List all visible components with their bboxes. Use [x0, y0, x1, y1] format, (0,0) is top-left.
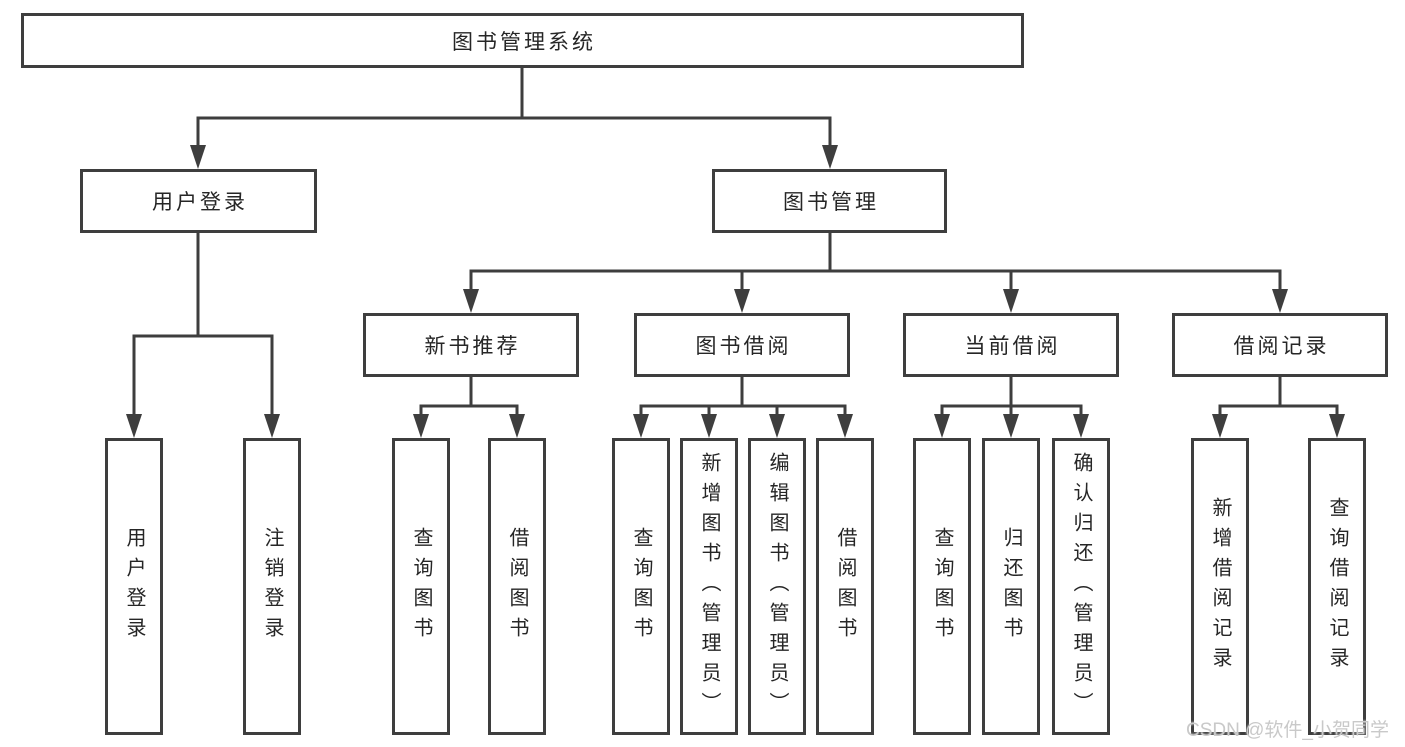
- node-confirm-return-admin-label: 确认归还（管理员）: [1070, 451, 1092, 722]
- node-library-system: 图书管理系统: [21, 13, 1024, 68]
- node-query-books-borrowing-label: 查询图书: [630, 526, 652, 647]
- arrow-down-icon: [509, 414, 525, 438]
- node-user-login: 用户登录: [80, 169, 317, 233]
- node-query-books-recommend: 查询图书: [392, 438, 450, 735]
- arrow-down-icon: [769, 414, 785, 438]
- node-library-system-label: 图书管理系统: [452, 30, 596, 54]
- connector-book-management: [463, 231, 1288, 313]
- node-edit-books-admin-label: 编辑图书（管理员）: [766, 451, 788, 722]
- connector-borrowing-records: [1212, 375, 1345, 438]
- node-user-login-action: 用户登录: [105, 438, 163, 735]
- node-book-borrowing-label: 图书借阅: [695, 335, 792, 358]
- node-query-books-current-label: 查询图书: [931, 526, 953, 647]
- node-book-borrowing: 图书借阅: [634, 313, 850, 377]
- arrow-down-icon: [126, 414, 142, 438]
- arrow-down-icon: [701, 414, 717, 438]
- arrow-down-icon: [264, 414, 280, 438]
- arrow-down-icon: [934, 414, 950, 438]
- node-user-login-action-label: 用户登录: [123, 526, 145, 647]
- node-current-borrowing-label: 当前借阅: [964, 335, 1061, 358]
- arrow-down-icon: [633, 414, 649, 438]
- node-logout: 注销登录: [243, 438, 301, 735]
- arrow-down-icon: [1272, 289, 1288, 313]
- connector-book-borrowing: [633, 375, 853, 438]
- arrow-down-icon: [190, 145, 206, 169]
- node-query-books-borrowing: 查询图书: [612, 438, 670, 735]
- arrow-down-icon: [463, 289, 479, 313]
- node-confirm-return-admin: 确认归还（管理员）: [1052, 438, 1110, 735]
- arrow-down-icon: [734, 289, 750, 313]
- node-return-books: 归还图书: [982, 438, 1040, 735]
- connector-root: [190, 66, 838, 169]
- arrow-down-icon: [1212, 414, 1228, 438]
- node-add-borrow-record-label: 新增借阅记录: [1209, 496, 1231, 677]
- node-add-books-admin-label: 新增图书（管理员）: [698, 451, 720, 722]
- arrow-down-icon: [837, 414, 853, 438]
- node-book-management: 图书管理: [712, 169, 947, 233]
- node-current-borrowing: 当前借阅: [903, 313, 1119, 377]
- arrow-down-icon: [1003, 414, 1019, 438]
- node-user-login-label: 用户登录: [152, 191, 248, 214]
- arrow-down-icon: [1003, 289, 1019, 313]
- node-query-books-recommend-label: 查询图书: [410, 526, 432, 647]
- node-return-books-label: 归还图书: [1000, 526, 1022, 647]
- node-add-borrow-record: 新增借阅记录: [1191, 438, 1249, 735]
- arrow-down-icon: [413, 414, 429, 438]
- connector-user-login: [126, 231, 280, 438]
- node-new-book-recommend: 新书推荐: [363, 313, 579, 377]
- node-book-management-label: 图书管理: [783, 191, 879, 214]
- node-query-books-current: 查询图书: [913, 438, 971, 735]
- arrow-down-icon: [1073, 414, 1089, 438]
- arrow-down-icon: [822, 145, 838, 169]
- node-edit-books-admin: 编辑图书（管理员）: [748, 438, 806, 735]
- node-query-borrow-record: 查询借阅记录: [1308, 438, 1366, 735]
- node-logout-label: 注销登录: [261, 526, 283, 647]
- arrow-down-icon: [1329, 414, 1345, 438]
- node-borrowing-records-label: 借阅记录: [1233, 335, 1330, 358]
- node-new-book-recommend-label: 新书推荐: [424, 335, 521, 358]
- node-borrowing-records: 借阅记录: [1172, 313, 1388, 377]
- node-borrow-books-recommend: 借阅图书: [488, 438, 546, 735]
- connector-new-book-recommend: [413, 375, 525, 438]
- node-borrow-books-borrowing: 借阅图书: [816, 438, 874, 735]
- csdn-watermark: CSDN @软件_小贺同学: [1186, 720, 1389, 741]
- connector-current-borrowing: [934, 375, 1089, 438]
- node-query-borrow-record-label: 查询借阅记录: [1326, 496, 1348, 677]
- node-borrow-books-borrowing-label: 借阅图书: [834, 526, 856, 647]
- node-add-books-admin: 新增图书（管理员）: [680, 438, 738, 735]
- node-borrow-books-recommend-label: 借阅图书: [506, 526, 528, 647]
